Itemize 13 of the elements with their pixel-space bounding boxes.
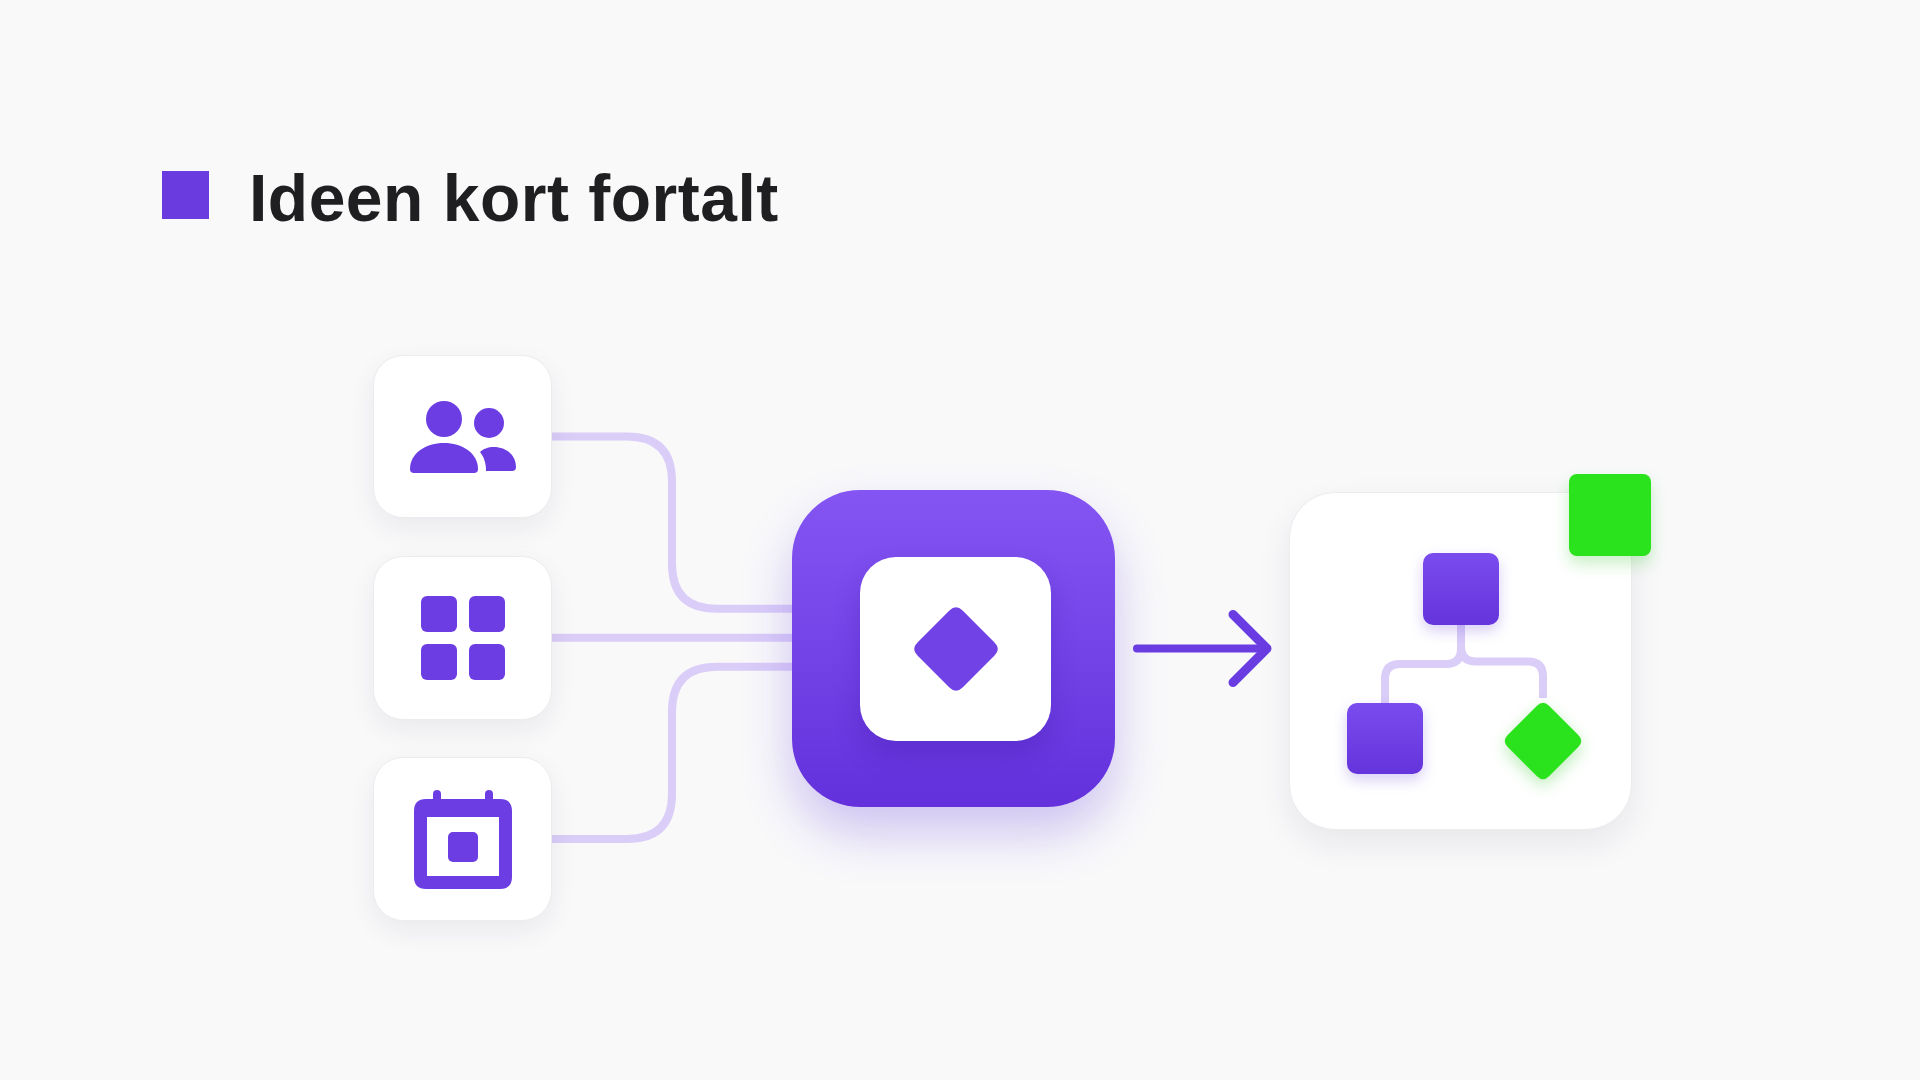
arrow — [1133, 610, 1272, 687]
process-tile — [792, 490, 1115, 807]
status-square — [1569, 474, 1651, 556]
connector-line — [552, 432, 792, 613]
title: Ideen kort fortalt — [249, 165, 779, 231]
icon-card — [373, 757, 552, 921]
icon-card — [373, 556, 552, 720]
result-card — [1289, 492, 1632, 830]
process-square — [1347, 703, 1423, 774]
connector-line — [552, 633, 792, 642]
icon-card — [373, 355, 552, 518]
process-square — [1423, 553, 1499, 625]
connector-line — [552, 662, 792, 843]
